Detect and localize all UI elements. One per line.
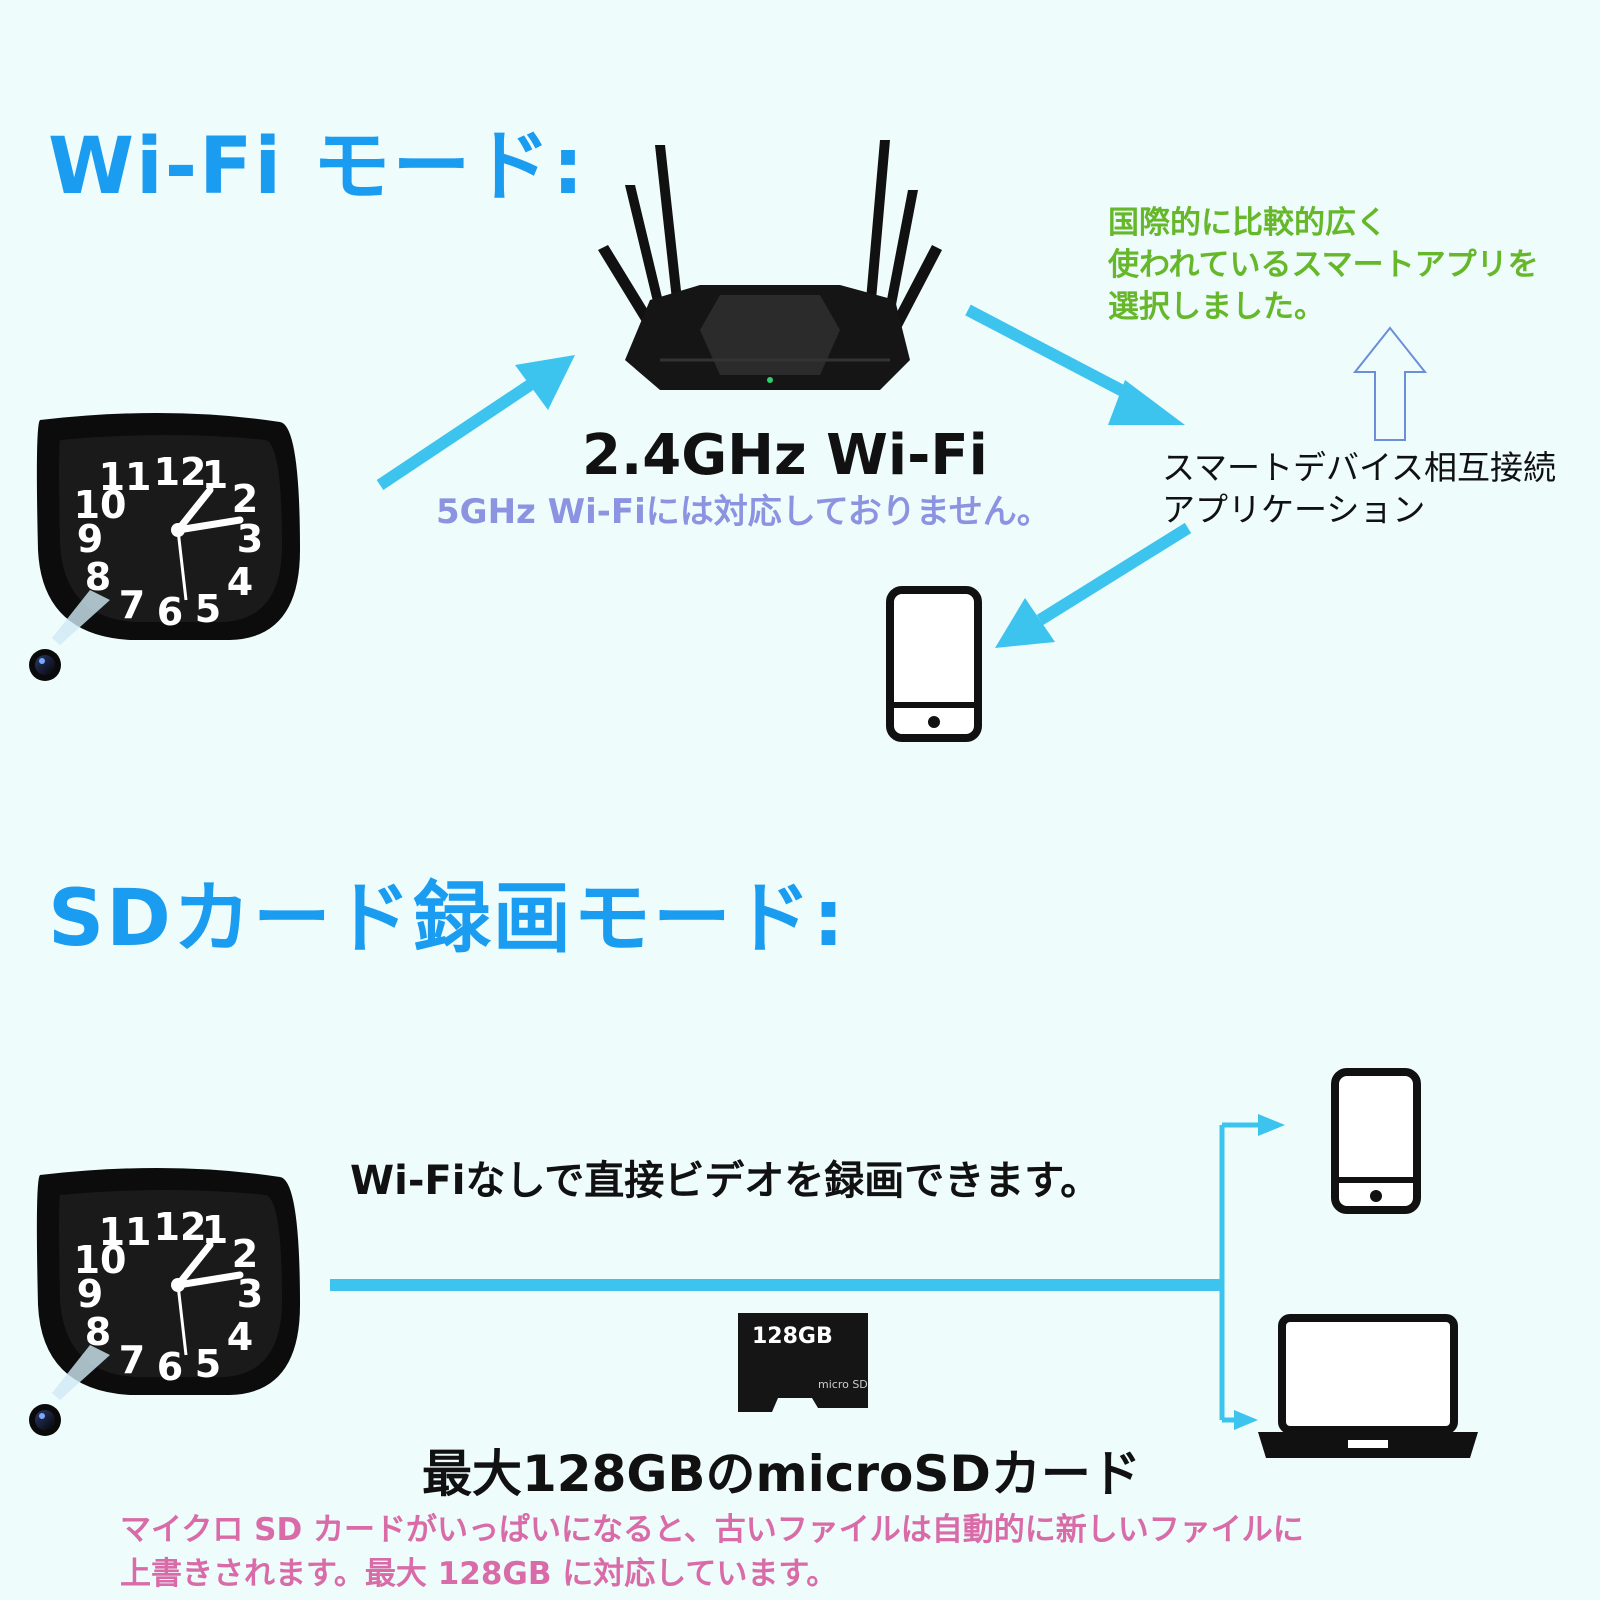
svg-text:12: 12 bbox=[154, 450, 207, 494]
app-note-line: 使われているスマートアプリを bbox=[1108, 247, 1539, 283]
svg-text:2: 2 bbox=[232, 477, 258, 521]
card-capacity-label: 128GB bbox=[752, 1324, 833, 1349]
svg-text:6: 6 bbox=[157, 590, 183, 634]
up-arrow-icon bbox=[1352, 326, 1428, 441]
laptop-icon bbox=[1258, 1314, 1478, 1458]
app-label: スマートデバイス相互接続 アプリケーション bbox=[1162, 447, 1556, 531]
router-icon bbox=[598, 140, 942, 390]
svg-text:11: 11 bbox=[99, 1210, 152, 1254]
record-note: Wi-Fiなしで直接ビデオを録画できます。 bbox=[350, 1158, 1101, 1204]
svg-text:7: 7 bbox=[119, 1338, 145, 1382]
smartphone-icon bbox=[1331, 1068, 1421, 1214]
microsd-card-icon: 128GB micro SD bbox=[738, 1313, 868, 1412]
svg-text:11: 11 bbox=[99, 455, 152, 499]
app-note-line: 国際的に比較的広く bbox=[1108, 205, 1387, 241]
loop-note-line: 上書きされます。最大 128GB に対応しています。 bbox=[120, 1556, 838, 1592]
app-label-line: アプリケーション bbox=[1162, 490, 1426, 529]
svg-text:5: 5 bbox=[195, 587, 221, 631]
card-logo: micro SD bbox=[818, 1378, 868, 1391]
svg-text:2: 2 bbox=[232, 1232, 258, 1276]
smartphone-icon bbox=[886, 586, 982, 742]
svg-text:9: 9 bbox=[77, 1272, 103, 1316]
svg-text:9: 9 bbox=[77, 517, 103, 561]
svg-text:10: 10 bbox=[74, 1238, 127, 1282]
band-label: 2.4GHz Wi-Fi bbox=[582, 423, 988, 488]
app-label-line: スマートデバイス相互接続 bbox=[1162, 448, 1557, 487]
svg-text:10: 10 bbox=[74, 483, 127, 527]
signal-arrows bbox=[376, 304, 1192, 648]
band-note: 5GHz Wi-Fiには対応しておりません。 bbox=[436, 492, 1051, 532]
svg-text:3: 3 bbox=[237, 1272, 263, 1316]
app-selection-note: 国際的に比較的広く 使われているスマートアプリを 選択しました。 bbox=[1108, 202, 1539, 328]
capacity-label: 最大128GBのmicroSDカード bbox=[422, 1445, 1141, 1503]
svg-text:7: 7 bbox=[119, 583, 145, 627]
svg-text:4: 4 bbox=[227, 560, 253, 604]
svg-text:6: 6 bbox=[157, 1345, 183, 1389]
wifi-mode-title: Wi-Fi モード: bbox=[48, 122, 586, 212]
loop-note-line: マイクロ SD カードがいっぱいになると、古いファイルは自動的に新しいファイルに bbox=[120, 1512, 1304, 1548]
sd-mode-title: SDカード録画モード: bbox=[48, 874, 847, 964]
svg-text:3: 3 bbox=[237, 517, 263, 561]
svg-text:5: 5 bbox=[195, 1342, 221, 1386]
sd-connector-lines bbox=[330, 1114, 1285, 1430]
svg-text:12: 12 bbox=[154, 1205, 207, 1249]
svg-text:4: 4 bbox=[227, 1315, 253, 1359]
loop-recording-note: マイクロ SD カードがいっぱいになると、古いファイルは自動的に新しいファイルに… bbox=[120, 1508, 1304, 1596]
app-note-line: 選択しました。 bbox=[1108, 289, 1325, 325]
